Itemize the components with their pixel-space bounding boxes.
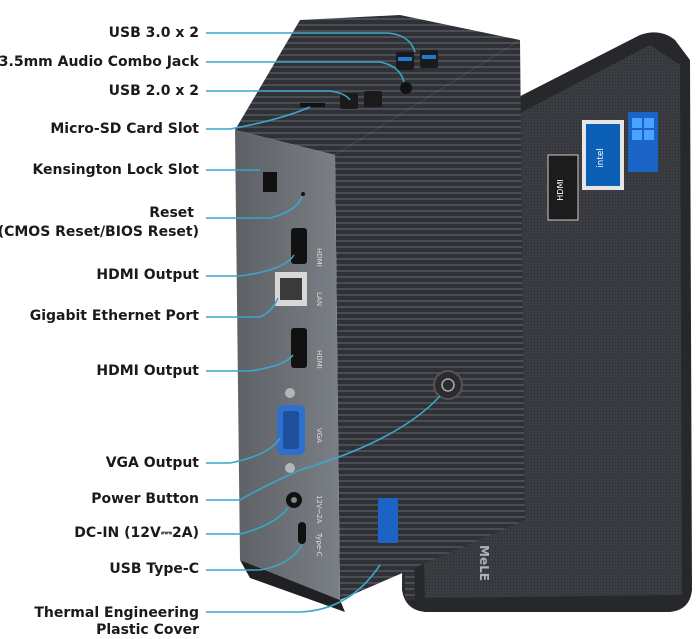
front-unit: HDMI LAN HDMI VGA 12V⎓2A Type-C bbox=[235, 15, 525, 612]
svg-text:HDMI: HDMI bbox=[315, 350, 323, 369]
label-audio-jack: 3.5mm Audio Combo Jack bbox=[0, 54, 199, 70]
svg-text:intel: intel bbox=[596, 148, 606, 168]
vga-screw-top bbox=[285, 388, 295, 398]
usb2-port-2 bbox=[364, 91, 382, 107]
label-kensington: Kensington Lock Slot bbox=[32, 162, 199, 178]
label-microsd: Micro-SD Card Slot bbox=[50, 121, 199, 137]
usb-type-c-port bbox=[298, 522, 306, 544]
svg-text:LAN: LAN bbox=[315, 292, 323, 306]
usb2-port-1 bbox=[340, 93, 358, 109]
label-usb3: USB 3.0 x 2 bbox=[108, 25, 199, 41]
brand-mark: MeLE bbox=[477, 545, 491, 581]
label-reset-detail: (CMOS Reset/BIOS Reset) bbox=[0, 224, 199, 240]
label-hdmi-1: HDMI Output bbox=[96, 267, 199, 283]
svg-text:12V⎓2A: 12V⎓2A bbox=[315, 495, 323, 524]
microsd-slot bbox=[300, 103, 325, 107]
label-reset: Reset bbox=[149, 205, 194, 221]
label-vga: VGA Output bbox=[105, 455, 199, 471]
vga-screw-bottom bbox=[285, 463, 295, 473]
label-usb2: USB 2.0 x 2 bbox=[108, 83, 199, 99]
reset-hole bbox=[301, 192, 305, 196]
label-thermal-2: Plastic Cover bbox=[96, 622, 199, 638]
label-hdmi-2: HDMI Output bbox=[96, 363, 199, 379]
callout-lines bbox=[206, 32, 441, 613]
svg-text:Type-C: Type-C bbox=[315, 532, 323, 557]
audio-jack bbox=[400, 82, 412, 94]
label-usb-type-c: USB Type-C bbox=[109, 561, 199, 577]
label-thermal: Thermal Engineering bbox=[34, 605, 199, 621]
svg-text:HDMI: HDMI bbox=[556, 179, 565, 200]
label-power-button: Power Button bbox=[91, 491, 199, 507]
label-dc-in: DC-IN (12V⎓2A) bbox=[74, 525, 199, 541]
power-button bbox=[433, 370, 463, 400]
kensington-slot bbox=[263, 172, 277, 192]
bottom-window bbox=[378, 498, 398, 543]
hdmi-port-2 bbox=[291, 328, 307, 368]
svg-text:HDMI: HDMI bbox=[315, 248, 323, 267]
svg-text:VGA: VGA bbox=[315, 428, 323, 443]
hdmi-port-1 bbox=[291, 228, 307, 264]
hdmi-sticker bbox=[547, 154, 579, 221]
label-ethernet: Gigabit Ethernet Port bbox=[29, 308, 199, 324]
